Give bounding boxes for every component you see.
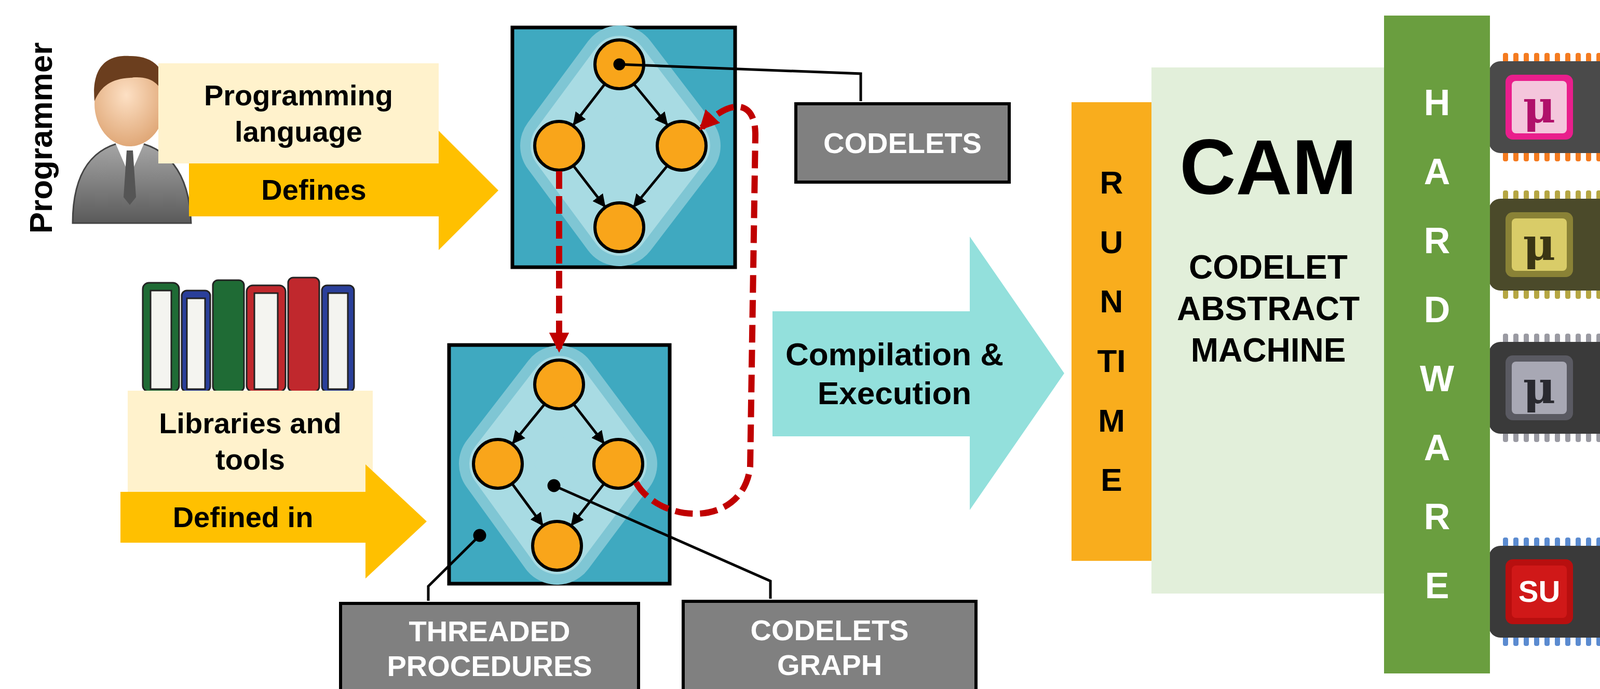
codelet-graph-bottom <box>449 345 670 585</box>
label-box: CODELETS <box>794 102 1011 184</box>
books-icon <box>142 277 355 392</box>
arrow-shape: Defined in <box>120 464 427 579</box>
arrow-outline <box>772 236 1065 511</box>
processor-chips <box>1488 52 1600 647</box>
arrow-shape: Defines <box>188 130 499 251</box>
actor-label: Programmer <box>24 42 58 235</box>
machine-title: CAM <box>1179 124 1358 211</box>
box-label: CODELETS GRAPH <box>720 613 939 683</box>
box-label: CODELETS <box>823 125 982 162</box>
dependency-arrows <box>559 106 756 515</box>
label-box: THREADED PROCEDURES <box>339 602 641 689</box>
arrow-label: Defined in <box>172 499 314 535</box>
box-label: THREADED PROCEDURES <box>364 614 615 684</box>
label-box: Libraries and tools <box>127 390 373 493</box>
box-label: Programming language <box>173 77 424 151</box>
machine-subtitle: CODELET ABSTRACT MACHINE <box>1164 246 1373 372</box>
vertical-band: HARDWARE <box>1384 15 1490 674</box>
machine-panel: CAM CODELET ABSTRACT MACHINE <box>1151 67 1386 594</box>
chip-symbol: μ <box>1523 365 1556 411</box>
chip-symbol: μ <box>1523 222 1556 267</box>
box-label: Libraries and tools <box>141 405 360 479</box>
arrow-label: Defines <box>261 172 366 208</box>
arrow-shape: Compilation & Execution <box>772 236 1065 511</box>
arrow-label: Compilation & Execution <box>772 335 1017 413</box>
label-box: CODELETS GRAPH <box>681 600 978 689</box>
chip-symbol: μ <box>1523 84 1556 130</box>
vertical-band: RUNTIME <box>1071 102 1152 562</box>
chip-symbol: SU <box>1518 576 1561 607</box>
vertical-text: RUNTIME <box>1093 153 1130 511</box>
label-box: Programming language <box>158 63 439 164</box>
vertical-text: HARDWARE <box>1417 68 1458 621</box>
